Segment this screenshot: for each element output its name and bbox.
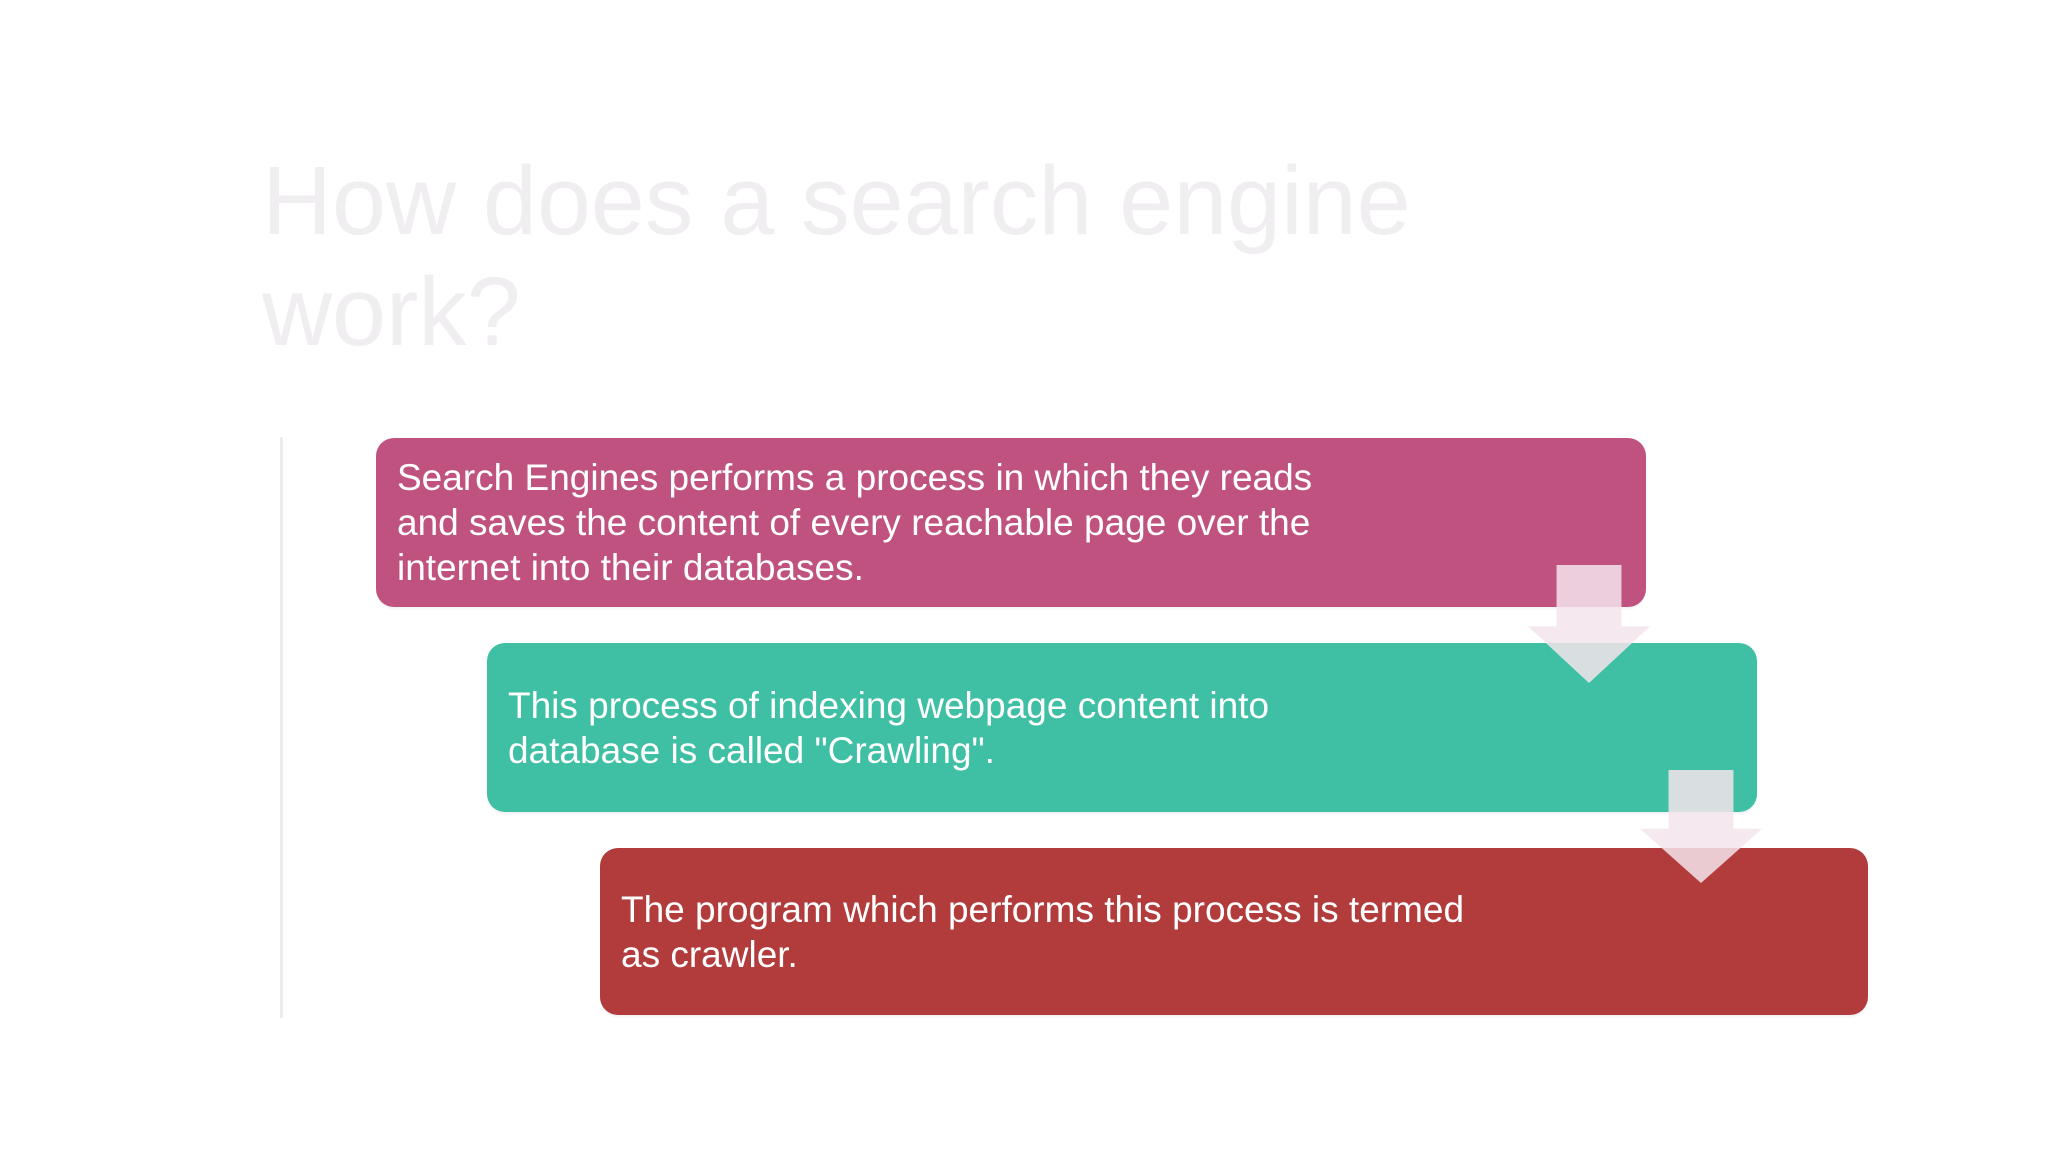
step-text-line: Search Engines performs a process in whi…: [397, 457, 1313, 498]
step-text-line: database is called "Crawling".: [508, 729, 995, 771]
slide-title: How does a search engine work?: [262, 146, 1411, 366]
step-text-line: The program which performs this process …: [621, 888, 1465, 930]
flow-step-crawling-box: This process of indexing webpage content…: [487, 643, 1757, 812]
left-guide-line: [280, 437, 283, 1018]
step-text-line: internet into their databases.: [397, 547, 864, 588]
step-text-line: as crawler.: [621, 933, 798, 975]
flow-step-crawler-box: The program which performs this process …: [600, 848, 1868, 1015]
step-text-line: and saves the content of every reachable…: [397, 502, 1311, 543]
flow-step-read-save-box: Search Engines performs a process in whi…: [376, 438, 1646, 607]
step-text-line: This process of indexing webpage content…: [508, 684, 1270, 726]
